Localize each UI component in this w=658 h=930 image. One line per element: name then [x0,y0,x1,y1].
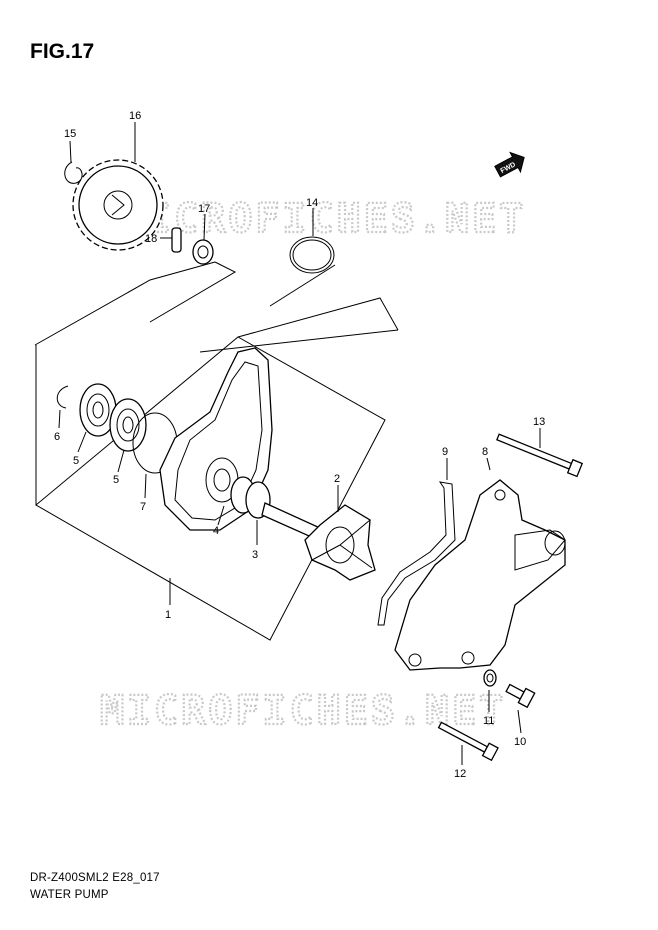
water-pump-impeller [304,504,376,581]
bearing-circlip [56,385,69,409]
callout-12: 12 [454,768,466,780]
drain-washer-hole [486,673,494,683]
drain-bolt [505,683,536,709]
callout-14: 14 [306,197,318,209]
sprocket-circlip [64,161,83,184]
callout-18: 18 [145,233,157,245]
water-pump-cover [394,479,566,671]
sprocket-pin [171,227,182,253]
watermark-lower: MICROFICHES.NET [100,688,506,734]
callout-5-outer-bearing: 5 [73,455,79,467]
pump-drive-sprocket [72,159,164,251]
assembly-outline-box [34,261,399,641]
callout-3: 3 [252,549,258,561]
callout-9: 9 [442,446,448,458]
callout-2: 2 [334,473,340,485]
callout-17: 17 [198,203,210,215]
cover-bolt-long-lower [437,721,499,762]
figure-title: FIG.17 [30,40,95,63]
watermark-upper: MICROFICHES.NET [120,196,526,242]
callout-5-inner-bearing: 5 [113,474,119,486]
callout-16: 16 [129,110,141,122]
leader-line-14 [269,264,336,307]
drain-bolt-washer [483,669,497,687]
o-ring-inner [292,239,332,271]
sprocket-washer [192,239,214,265]
cover-gasket [377,481,456,626]
callout-6: 6 [54,431,60,443]
bearing-inner [109,398,147,452]
callout-15: 15 [64,128,76,140]
callout-10: 10 [514,736,526,748]
callout-7: 7 [140,501,146,513]
callout-4: 4 [213,525,219,537]
washer-hole [197,245,209,259]
callout-leader-lines [58,122,541,765]
callout-8: 8 [482,446,488,458]
callout-11: 11 [483,715,494,727]
diagram-code: DR-Z400SML2 E28_017 [30,872,160,884]
cover-bolt-long-upper [496,433,584,478]
callout-13: 13 [533,416,545,428]
callout-1: 1 [165,609,171,621]
diagram-name: WATER PUMP [30,889,109,901]
forward-arrow-icon: FWD [494,151,525,178]
shaft-o-ring [289,236,335,274]
